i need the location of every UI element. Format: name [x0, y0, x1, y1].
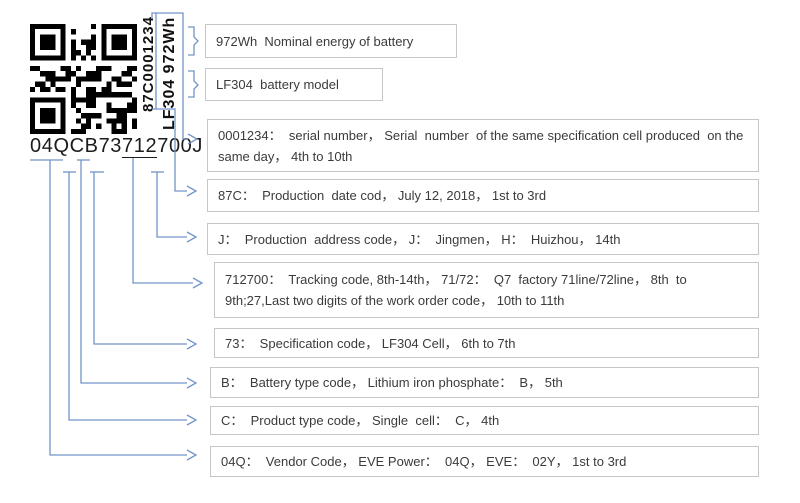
cell-code-pre: 04QCB73 [30, 135, 123, 157]
annotation-text: 972Wh Nominal energy of battery [216, 33, 414, 49]
vertical-code-model-energy: LF304 972Wh [161, 16, 178, 130]
cell-code-post: 700J [157, 135, 203, 157]
arrowhead [186, 338, 198, 350]
arrowhead [186, 414, 198, 426]
annotation-box-product-type: C： Product type code， Single cell： C， 4t… [210, 406, 759, 435]
annotation-box-address-code: J： Production address code， J： Jingmen， … [207, 223, 759, 255]
annotation-box-energy: 972Wh Nominal energy of battery [205, 24, 457, 58]
annotation-text: 712700： Tracking code, 8th-14th， 71/72： … [225, 272, 691, 308]
annotation-text: LF304 battery model [216, 77, 339, 92]
annotation-text: C： Product type code， Single cell： C， 4t… [221, 413, 500, 428]
qr-code-icon [30, 24, 137, 134]
connector-tracking [132, 158, 193, 284]
annotation-text: J： Production address code， J： Jingmen， … [218, 231, 621, 247]
connector-address-code [156, 172, 187, 238]
arrowhead [186, 185, 198, 197]
annotation-box-battery-type: B： Battery type code， Lithium iron phosp… [210, 367, 759, 398]
annotation-box-date-code: 87C： Production date cod， July 12, 2018，… [207, 179, 759, 212]
annotation-box-spec-code: 73： Specification code， LF304 Cell， 6th … [214, 328, 759, 358]
cell-code-underlined: 712 [122, 135, 158, 158]
arrowhead [192, 277, 204, 289]
annotation-text: 73： Specification code， LF304 Cell， 6th … [225, 335, 516, 351]
arrowhead [186, 377, 198, 389]
vertical-code-date-serial: 87C0001234 [140, 16, 157, 112]
arrowhead [186, 231, 198, 243]
bracket-model [188, 70, 199, 98]
annotation-box-model: LF304 battery model [205, 68, 383, 101]
bracket-energy [188, 26, 199, 56]
connector-spec-code [93, 172, 187, 345]
connector-battery-type [80, 160, 187, 384]
annotation-box-serial: 0001234： serial number， Serial number of… [207, 119, 759, 172]
annotation-box-vendor-code: 04Q： Vendor Code， EVE Power： 04Q， EVE： 0… [210, 446, 759, 477]
annotation-text: 87C： Production date cod， July 12, 2018，… [218, 188, 547, 203]
annotation-text: B： Battery type code， Lithium iron phosp… [221, 375, 563, 390]
annotation-box-tracking: 712700： Tracking code, 8th-14th， 71/72： … [214, 262, 759, 318]
connector-product-type [68, 172, 187, 421]
annotation-text: 04Q： Vendor Code， EVE Power： 04Q， EVE： 0… [221, 454, 627, 469]
arrowhead [186, 449, 198, 461]
cell-code-text: 04QCB73712700J [30, 135, 203, 158]
annotation-text: 0001234： serial number， Serial number of… [218, 127, 747, 164]
connector-vendor-code [49, 160, 187, 456]
